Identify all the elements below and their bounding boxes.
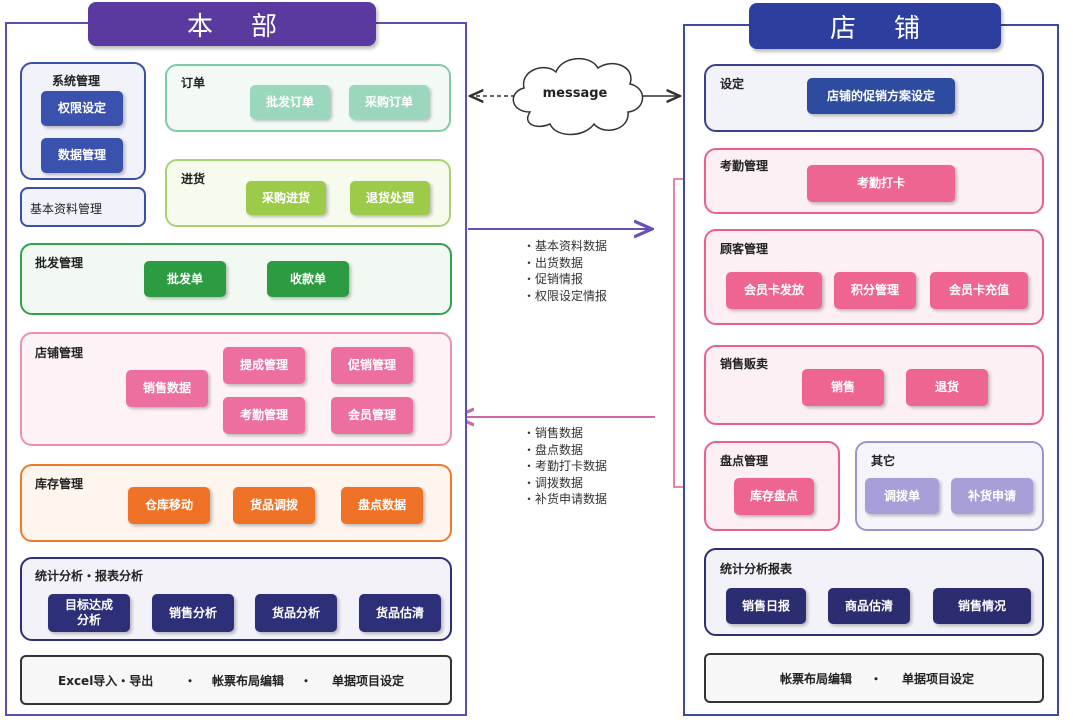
excel-import-export-link[interactable]: Excel导入・导出	[58, 674, 154, 688]
commission-management-button[interactable]: 提成管理	[223, 347, 305, 384]
wholesale-order-button[interactable]: 批发订单	[250, 85, 330, 119]
basic-data-management-label: 基本资料管理	[30, 202, 103, 216]
goods-clearance-store-button[interactable]: 商品估清	[828, 588, 910, 624]
stocktake-label: 盘点管理	[720, 454, 769, 468]
permission-settings-button[interactable]: 权限设定	[41, 91, 123, 126]
basic-data-management-button[interactable]	[20, 187, 146, 227]
allocation-slip-button[interactable]: 调拨单	[865, 478, 939, 514]
document-item-settings-link[interactable]: 单据项目设定	[332, 674, 405, 688]
hq-bottom-separator-1: ・	[184, 674, 197, 688]
promotion-management-button[interactable]: 促销管理	[331, 347, 413, 384]
flow-to-hq-item: 考勤打卡数据	[523, 458, 607, 475]
store-bottom-separator: ・	[870, 672, 883, 686]
daily-sales-report-button[interactable]: 销售日报	[726, 588, 806, 624]
sales-button[interactable]: 销售	[802, 369, 884, 406]
flow-to-hq-item: 盘点数据	[523, 442, 607, 459]
return-processing-button[interactable]: 退货处理	[350, 181, 430, 215]
goods-clearance-button[interactable]: 货品估清	[359, 594, 441, 632]
sales-data-button[interactable]: 销售数据	[126, 370, 208, 407]
sales-label: 销售贩卖	[720, 357, 769, 371]
stocktake-data-button[interactable]: 盘点数据	[341, 487, 423, 524]
attendance-punch-button[interactable]: 考勤打卡	[807, 165, 955, 202]
flow-to-store-item: 促销情报	[523, 271, 607, 288]
message-cloud-icon	[512, 58, 644, 136]
form-layout-edit-link[interactable]: 帐票布局编辑	[212, 674, 285, 688]
attendance-label: 考勤管理	[720, 159, 769, 173]
attendance-management-button[interactable]: 考勤管理	[223, 397, 305, 434]
flow-to-hq-item: 补货申请数据	[523, 491, 607, 508]
flow-to-store-item: 出货数据	[523, 255, 607, 272]
member-card-issue-button[interactable]: 会员卡发放	[726, 272, 822, 309]
purchase-in-label: 进货	[181, 172, 206, 186]
flow-to-hq-item: 调拨数据	[523, 475, 607, 492]
hq-bottom-separator-2: ・	[300, 674, 313, 688]
store-document-item-settings-link[interactable]: 单据项目设定	[902, 672, 975, 686]
other-label: 其它	[871, 454, 896, 468]
warehouse-transfer-button[interactable]: 仓库移动	[128, 487, 210, 524]
flow-to-store-item: 基本资料数据	[523, 238, 607, 255]
wholesale-management-label: 批发管理	[35, 256, 84, 270]
purchase-receiving-button[interactable]: 采购进货	[246, 181, 326, 215]
goods-analysis-button[interactable]: 货品分析	[255, 594, 337, 632]
purchase-order-button[interactable]: 采购订单	[349, 85, 429, 119]
order-label: 订单	[181, 76, 206, 90]
member-management-button[interactable]: 会员管理	[331, 397, 413, 434]
flow-to-store-list: 基本资料数据 出货数据 促销情报 权限设定情报	[523, 238, 607, 304]
replenishment-request-button[interactable]: 补货申请	[951, 478, 1033, 514]
inventory-stocktake-button[interactable]: 库存盘点	[734, 478, 814, 515]
store-title: 店铺	[749, 3, 1001, 49]
member-card-recharge-button[interactable]: 会员卡充值	[930, 272, 1028, 309]
store-statistics-label: 统计分析报表	[720, 562, 793, 576]
store-bottom-bar	[704, 653, 1044, 703]
wholesale-management-group	[20, 243, 452, 315]
receipt-slip-button[interactable]: 收款单	[267, 261, 349, 297]
sales-status-button[interactable]: 销售情况	[933, 588, 1031, 624]
inventory-management-label: 库存管理	[35, 477, 84, 491]
store-management-label: 店铺管理	[35, 346, 84, 360]
statistics-analysis-label: 统计分析・报表分析	[35, 569, 144, 583]
sales-analysis-button[interactable]: 销售分析	[152, 594, 234, 632]
target-achievement-analysis-button[interactable]: 目标达成 分析	[48, 594, 130, 632]
message-label: message	[542, 86, 608, 101]
store-promotion-settings-button[interactable]: 店铺的促销方案设定	[807, 78, 955, 114]
points-management-button[interactable]: 积分管理	[834, 272, 916, 309]
wholesale-slip-button[interactable]: 批发单	[144, 261, 226, 297]
flow-to-store-item: 权限设定情报	[523, 288, 607, 305]
system-management-label: 系统管理	[52, 74, 101, 88]
customer-management-label: 顾客管理	[720, 242, 769, 256]
goods-allocation-button[interactable]: 货品调拨	[233, 487, 315, 524]
flow-to-hq-item: 销售数据	[523, 425, 607, 442]
store-form-layout-edit-link[interactable]: 帐票布局编辑	[780, 672, 853, 686]
flow-to-hq-list: 销售数据 盘点数据 考勤打卡数据 调拨数据 补货申请数据	[523, 425, 607, 508]
return-button[interactable]: 退货	[906, 369, 988, 406]
hq-title: 本部	[88, 2, 376, 46]
data-management-button[interactable]: 数据管理	[41, 138, 123, 173]
settings-label: 设定	[720, 77, 745, 91]
hq-bottom-bar	[20, 655, 452, 705]
